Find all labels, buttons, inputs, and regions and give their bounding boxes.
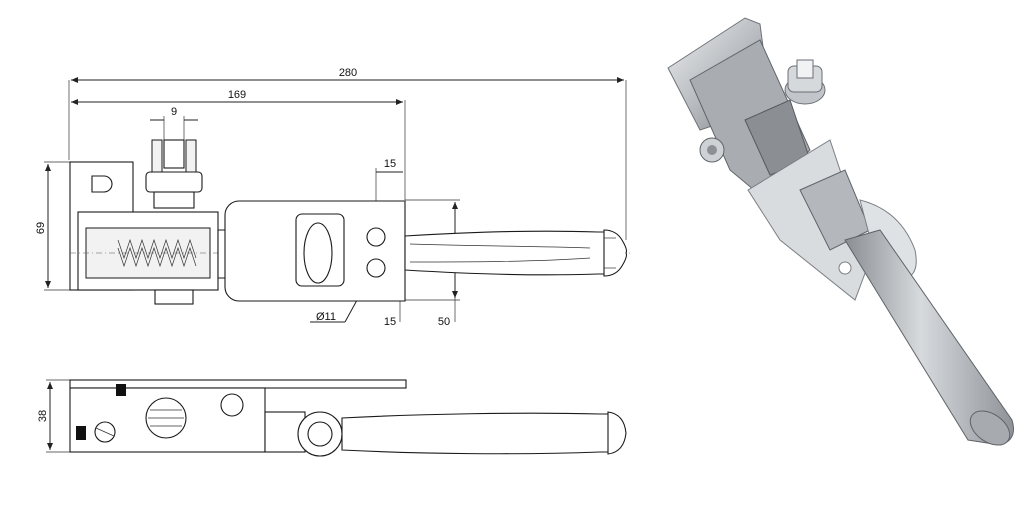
side-handle-knob bbox=[607, 411, 627, 455]
product-photo bbox=[667, 17, 1014, 446]
photo-knob bbox=[784, 59, 826, 105]
top-view: 280 169 9 15 69 bbox=[35, 67, 630, 328]
side-hole bbox=[220, 393, 244, 417]
dimension-overall-length: 280 bbox=[68, 67, 627, 240]
marker-block-bottom bbox=[76, 426, 86, 440]
dim-label-15-top: 15 bbox=[384, 158, 396, 170]
side-pivot-inner bbox=[307, 421, 333, 447]
side-handle bbox=[341, 412, 611, 455]
bottom-stub bbox=[154, 289, 194, 305]
dim-label-15-bottom: 15 bbox=[384, 316, 396, 328]
handle-shaft bbox=[404, 230, 607, 276]
dim-label-50: 50 bbox=[438, 316, 450, 328]
dim-label-38: 38 bbox=[37, 410, 49, 422]
dimension-bottom-height: 38 bbox=[37, 379, 72, 453]
dim-label-9: 9 bbox=[171, 106, 177, 118]
handle-knob bbox=[603, 229, 628, 277]
dimension-plate-edge: 169 bbox=[71, 89, 406, 200]
dim-label-overall: 280 bbox=[339, 67, 357, 79]
dim-label-diameter: Ø11 bbox=[316, 311, 336, 323]
bracket-slot bbox=[91, 175, 113, 193]
mount-hole-upper bbox=[366, 227, 386, 247]
marker-block-top bbox=[116, 384, 126, 396]
dim-label-169: 169 bbox=[228, 89, 246, 101]
spring-coils bbox=[117, 238, 197, 268]
dim-label-69: 69 bbox=[35, 222, 47, 234]
side-view: 38 bbox=[37, 379, 627, 457]
dimension-height-side: 69 bbox=[35, 161, 70, 291]
pivot-roller bbox=[303, 222, 333, 284]
adjustment-knob bbox=[145, 139, 203, 209]
photo-bolt-center bbox=[707, 145, 717, 155]
photo-handle-end bbox=[969, 410, 1011, 446]
mount-hole-lower bbox=[366, 258, 386, 278]
dimension-top-width: 9 bbox=[150, 106, 198, 140]
photo-mount-hole bbox=[838, 261, 852, 275]
